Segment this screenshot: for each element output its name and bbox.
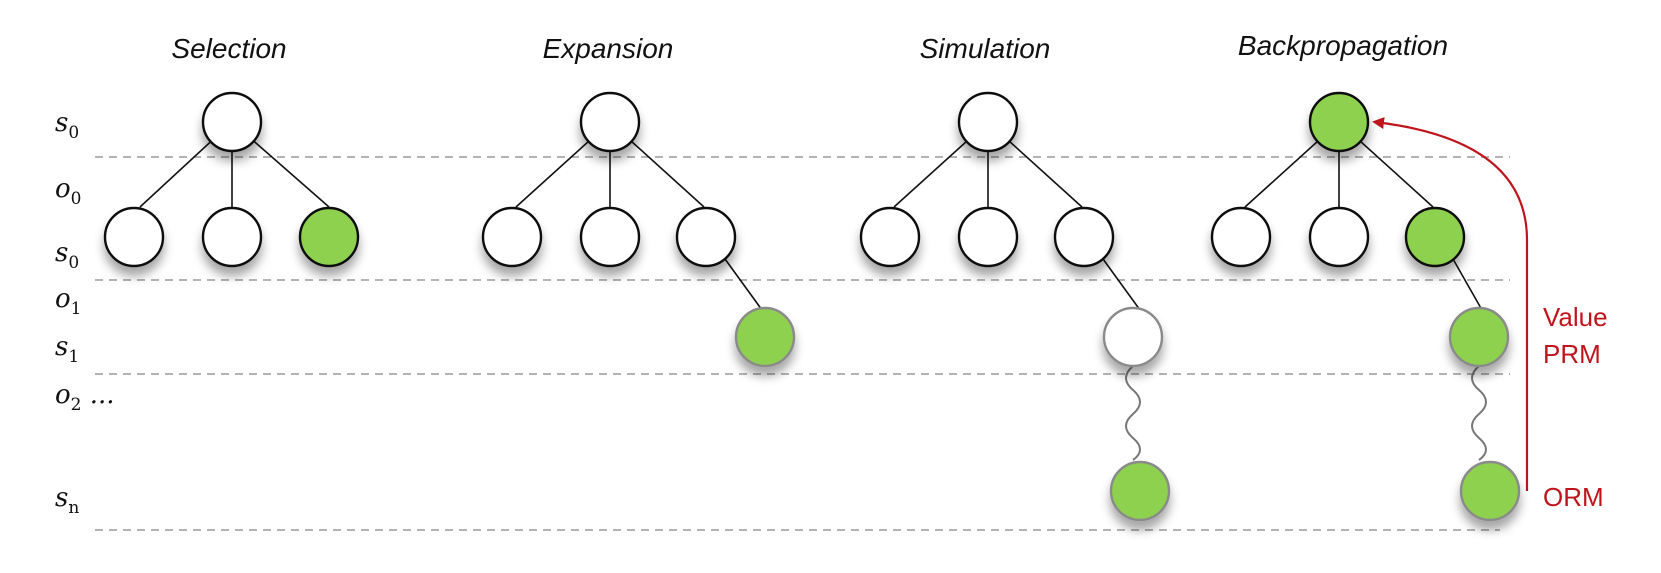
child-node [675,206,737,268]
backpropagation-tree [1210,91,1529,522]
child-node [201,206,263,268]
child-node [1053,206,1115,268]
child-node [481,206,543,268]
root-node [1308,91,1370,153]
root-node [201,91,263,153]
child-node [1308,206,1370,268]
phase-titles: Selection Expansion Simulation Backpropa… [171,30,1448,64]
phase-title-simulation: Simulation [920,33,1051,64]
terminal-node [1459,460,1521,522]
child-node [579,206,641,268]
row-label: o2 ... [55,380,115,415]
phase-title-selection: Selection [171,33,286,64]
tree-edge [1452,258,1483,311]
annotation-orm: ORM [1543,482,1604,512]
selected-child-node [298,206,360,268]
child-node [859,206,921,268]
root-node [579,91,641,153]
expansion-tree [481,91,796,368]
simulation-tree [859,91,1171,522]
simulated-node [1102,306,1164,368]
backprop-arrow [1372,117,1529,491]
phase-title-expansion: Expansion [543,33,674,64]
row-label: s0 [55,108,79,143]
tree-edge [724,258,763,311]
updated-child-node [1404,206,1466,268]
row-label: s0 [55,238,79,273]
child-node [103,206,165,268]
root-node [957,91,1019,153]
expanded-node [734,306,796,368]
annotation-prm: PRM [1543,339,1601,369]
child-node [957,206,1019,268]
row-label: o1 [55,284,81,319]
row-label: s1 [55,332,79,367]
rollout-path [1471,365,1487,461]
annotations: Value PRM ORM [1543,302,1608,512]
terminal-node [1109,460,1171,522]
row-label: o0 [55,174,81,209]
tree-edge [1102,258,1141,311]
row-label: sn [55,483,79,518]
level-separators [95,156,1510,531]
annotation-value: Value [1543,302,1608,332]
selection-tree [103,91,360,268]
row-labels: s0 o0 s0 o1 s1 o2 ... sn [55,108,115,518]
rollout-path [1125,365,1141,461]
updated-node [1448,306,1510,368]
phase-title-backpropagation: Backpropagation [1238,30,1448,61]
child-node [1210,206,1272,268]
